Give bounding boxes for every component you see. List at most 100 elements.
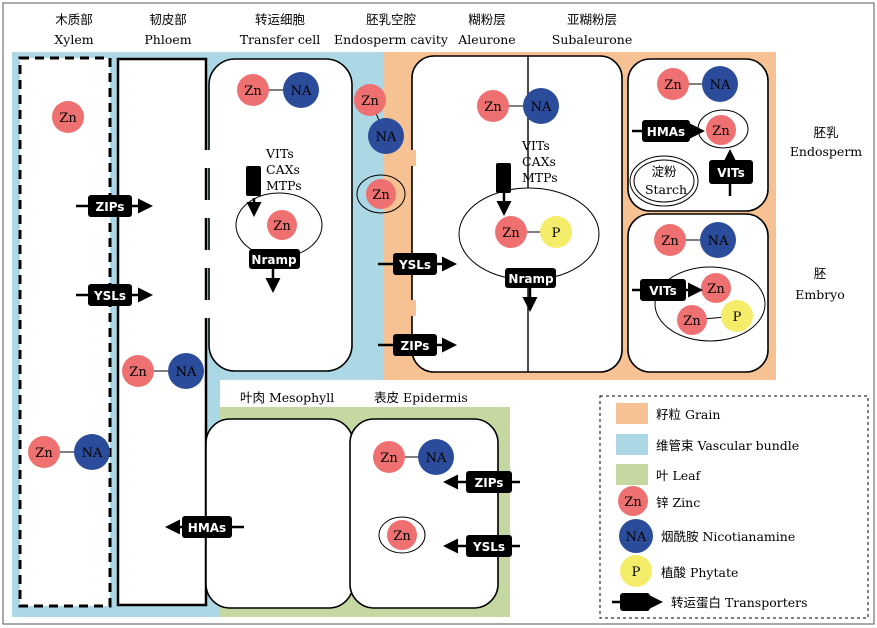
legend: 籽粒 Grain 维管束 Vascular bundle 叶 Leaf Zn 锌…	[599, 395, 869, 619]
svg-text:Zn: Zn	[683, 314, 701, 329]
embryo-zn-na-complex: Zn NA	[654, 222, 736, 258]
phloem-wall-gaps	[204, 150, 212, 318]
svg-text:VITs: VITs	[717, 166, 745, 180]
svg-text:叶 Leaf: 叶 Leaf	[656, 468, 702, 483]
svg-text:Zn: Zn	[35, 446, 53, 461]
svg-text:YSLs: YSLs	[398, 258, 431, 272]
header-xylem-en: Xylem	[54, 32, 93, 47]
svg-text:Zn: Zn	[380, 451, 398, 466]
svg-text:淀粉: 淀粉	[651, 164, 677, 179]
svg-text:锌 Zinc: 锌 Zinc	[656, 495, 700, 510]
header-phloem-cn: 韧皮部	[149, 12, 187, 27]
phloem-vessel	[116, 57, 208, 607]
aleurone-vacuole	[458, 187, 600, 281]
svg-text:NA: NA	[531, 100, 552, 115]
svg-text:P: P	[632, 565, 641, 580]
header-phloem-en: Phloem	[144, 32, 191, 47]
svg-text:MTPs: MTPs	[266, 178, 302, 193]
endosperm-vesicle-zn: Zn	[697, 109, 749, 149]
ysls-transporter-epidermis: YSLs	[443, 535, 520, 557]
svg-text:籽粒 Grain: 籽粒 Grain	[656, 407, 720, 422]
svg-text:NA: NA	[708, 234, 729, 249]
header-cavity-cn: 胚乳空腔	[366, 12, 416, 27]
transfer-vacuole-zn: Zn	[267, 210, 297, 240]
mesophyll-label: 叶肉 Mesophyll	[240, 390, 334, 405]
aleurone-wall-gaps	[408, 150, 416, 316]
svg-text:Zn: Zn	[502, 226, 520, 241]
svg-text:NA: NA	[291, 84, 312, 99]
header-aleurone-en: Aleurone	[457, 32, 515, 47]
svg-text:HMAs: HMAs	[188, 521, 226, 535]
side-embryo-en: Embryo	[795, 287, 845, 302]
svg-text:Zn: Zn	[664, 78, 682, 93]
svg-text:Zn: Zn	[129, 365, 147, 380]
svg-text:Nramp: Nramp	[508, 272, 554, 286]
svg-text:MTPs: MTPs	[522, 170, 558, 185]
svg-text:Zn: Zn	[244, 84, 262, 99]
svg-text:ZIPs: ZIPs	[401, 339, 430, 353]
header-subaleurone-en: Subaleurone	[552, 32, 632, 47]
svg-text:Zn: Zn	[484, 100, 502, 115]
svg-text:HMAs: HMAs	[647, 125, 685, 139]
svg-text:NA: NA	[710, 78, 731, 93]
svg-text:Zn: Zn	[712, 124, 730, 139]
svg-text:Zn: Zn	[273, 219, 291, 234]
legend-leaf: 叶 Leaf	[616, 464, 702, 485]
hmas-transporter-endosperm: HMAs	[632, 120, 705, 142]
zips-transporter-epidermis: ZIPs	[443, 471, 520, 493]
starch-granule: 淀粉 Starch	[629, 155, 699, 207]
svg-text:VITs: VITs	[521, 138, 550, 153]
nramp-transporter-transfer: Nramp	[249, 249, 300, 293]
side-endosperm-en: Endosperm	[790, 144, 862, 159]
legend-nicotianamine: NA 烟酰胺 Nicotianamine	[619, 519, 795, 553]
svg-text:CAXs: CAXs	[266, 162, 300, 177]
zips-transporter-cavity: ZIPs	[378, 334, 457, 356]
svg-text:YSLs: YSLs	[472, 540, 505, 554]
hmas-transporter-mesophyll: HMAs	[165, 516, 244, 538]
cavity-zn-na-complex: Zn NA	[354, 84, 404, 154]
side-endosperm-cn: 胚乳	[813, 125, 838, 140]
svg-text:ZIPs: ZIPs	[475, 476, 504, 490]
svg-text:Zn: Zn	[393, 529, 411, 544]
svg-text:Zn: Zn	[372, 188, 390, 203]
svg-text:Zn: Zn	[59, 111, 77, 126]
svg-text:烟酰胺 Nicotianamine: 烟酰胺 Nicotianamine	[661, 529, 795, 544]
svg-text:P: P	[733, 310, 742, 325]
cavity-vesicle-zn: Zn	[356, 174, 406, 214]
svg-text:VITs: VITs	[265, 146, 294, 161]
svg-text:ZIPs: ZIPs	[96, 200, 125, 214]
vits-transporter-embryo: VITs	[632, 279, 703, 301]
vits-transporter-endosperm: VITs	[709, 149, 753, 196]
ysls-transporter-cavity: YSLs	[378, 253, 457, 275]
nramp-transporter-aleurone: Nramp	[505, 268, 556, 312]
legend-phytate: P 植酸 Phytate	[620, 555, 738, 587]
transfer-zn-na-complex: Zn NA	[237, 72, 319, 108]
svg-text:Zn: Zn	[361, 94, 379, 109]
svg-text:Zn: Zn	[661, 234, 679, 249]
svg-text:CAXs: CAXs	[522, 154, 556, 169]
svg-text:Zn: Zn	[707, 282, 725, 297]
svg-text:NA: NA	[626, 530, 647, 545]
svg-text:VITs: VITs	[649, 284, 677, 298]
transfer-vacuole-transporter: VITs CAXs MTPs	[246, 146, 302, 217]
aleurone-zn-phytate-complex: Zn P	[495, 216, 572, 248]
svg-text:YSLs: YSLs	[93, 289, 126, 303]
column-headers: 木质部 Xylem 韧皮部 Phloem 转运细胞 Transfer cell …	[54, 12, 632, 47]
svg-text:维管束 Vascular bundle: 维管束 Vascular bundle	[656, 438, 799, 453]
svg-text:NA: NA	[376, 130, 397, 145]
embryo-zn-single: Zn	[701, 273, 731, 303]
svg-text:P: P	[552, 226, 561, 241]
header-xylem-cn: 木质部	[55, 12, 93, 27]
zips-transporter-xylem: ZIPs	[76, 195, 153, 217]
xylem-zn: Zn	[52, 101, 84, 133]
mesophyll-cell	[205, 418, 354, 609]
embryo-zn-phytate-complex: Zn P	[677, 300, 753, 335]
header-aleurone-cn: 糊粉层	[468, 12, 506, 27]
svg-text:植酸 Phytate: 植酸 Phytate	[661, 565, 738, 580]
header-subaleurone-cn: 亚糊粉层	[567, 12, 617, 27]
svg-text:NA: NA	[426, 451, 447, 466]
svg-text:Zn: Zn	[624, 495, 642, 510]
legend-zinc: Zn 锌 Zinc	[618, 486, 700, 516]
